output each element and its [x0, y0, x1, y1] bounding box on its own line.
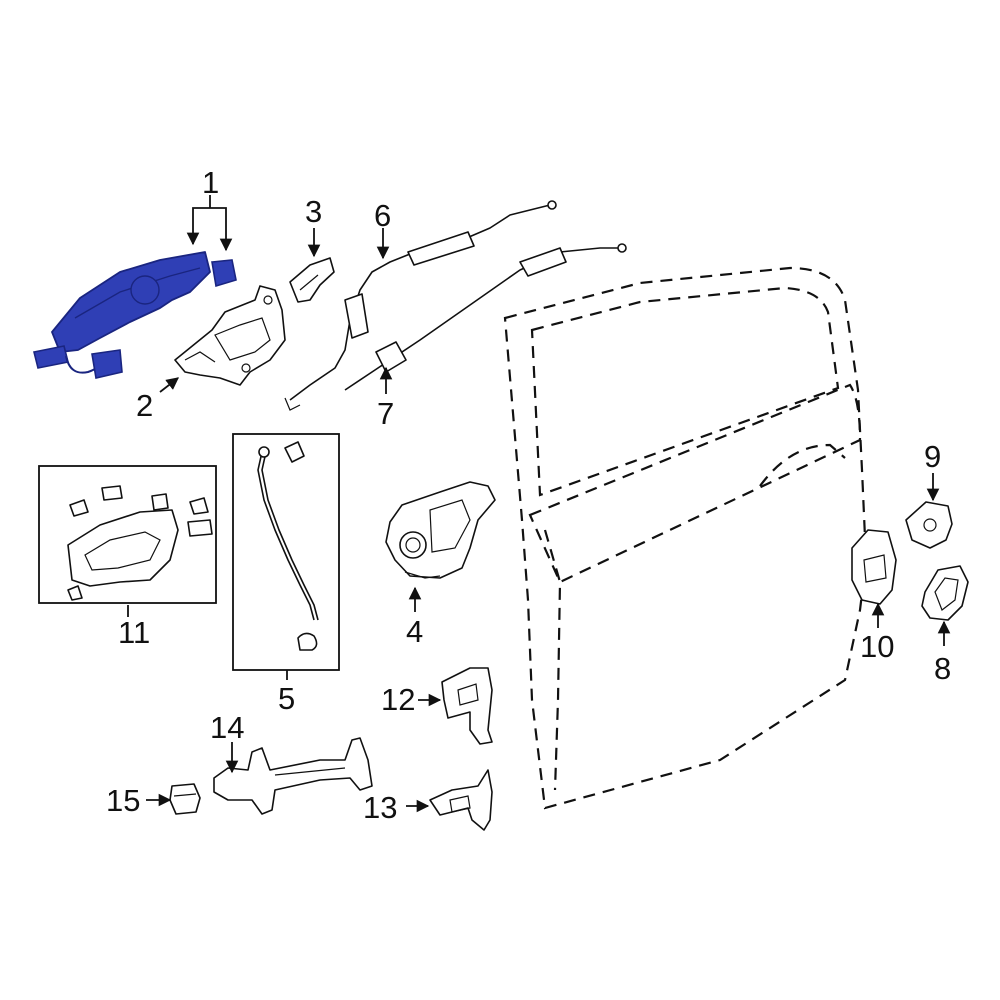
striker-cover-part[interactable]: [851, 529, 897, 605]
callout-14: 14: [210, 710, 244, 745]
upper-hinge-part[interactable]: [441, 667, 493, 745]
outside-handle-part[interactable]: [33, 251, 237, 379]
callout-13: 13: [363, 790, 397, 825]
door-seal-grommet-part[interactable]: [921, 565, 969, 621]
handle-gear: [130, 275, 160, 305]
door-stopper-part[interactable]: [169, 783, 201, 815]
striker-part[interactable]: [905, 501, 953, 549]
inside-handle-assembly-part[interactable]: [67, 485, 213, 601]
lock-rod-part[interactable]: [257, 441, 319, 651]
handle-clip: [211, 259, 237, 288]
callout-8: 8: [934, 651, 951, 686]
lock-cable-part[interactable]: [284, 200, 557, 411]
callout-15: 15: [106, 783, 140, 818]
callout-2: 2: [136, 388, 153, 423]
callout-1: 1: [202, 165, 219, 200]
handle-base: [51, 251, 211, 353]
door-check-part[interactable]: [213, 737, 373, 815]
callout-6: 6: [374, 198, 391, 233]
part5-box: [232, 433, 340, 671]
callout-9: 9: [924, 439, 941, 474]
callout-7: 7: [377, 396, 394, 431]
lower-hinge-part[interactable]: [429, 769, 493, 831]
callout-11: 11: [118, 615, 150, 650]
door-lock-actuator-part[interactable]: [385, 481, 496, 579]
rod-clip-part[interactable]: [289, 257, 335, 303]
callout-4: 4: [406, 614, 423, 649]
callout-10: 10: [860, 629, 894, 664]
leader-lines: [127, 195, 951, 813]
callout-12: 12: [381, 682, 415, 717]
callout-labels: 1 2 3 4 5 6 7 8 9 10 11 12 13 14 15: [106, 165, 951, 825]
handle-connector: [33, 345, 69, 369]
handle-bracket-part[interactable]: [174, 285, 286, 386]
callout-3: 3: [305, 194, 322, 229]
part11-box: [38, 465, 217, 604]
release-cable-part[interactable]: [344, 243, 627, 391]
callout-5: 5: [278, 681, 295, 716]
handle-plug: [91, 349, 123, 379]
rear-door-outline: [503, 266, 868, 810]
